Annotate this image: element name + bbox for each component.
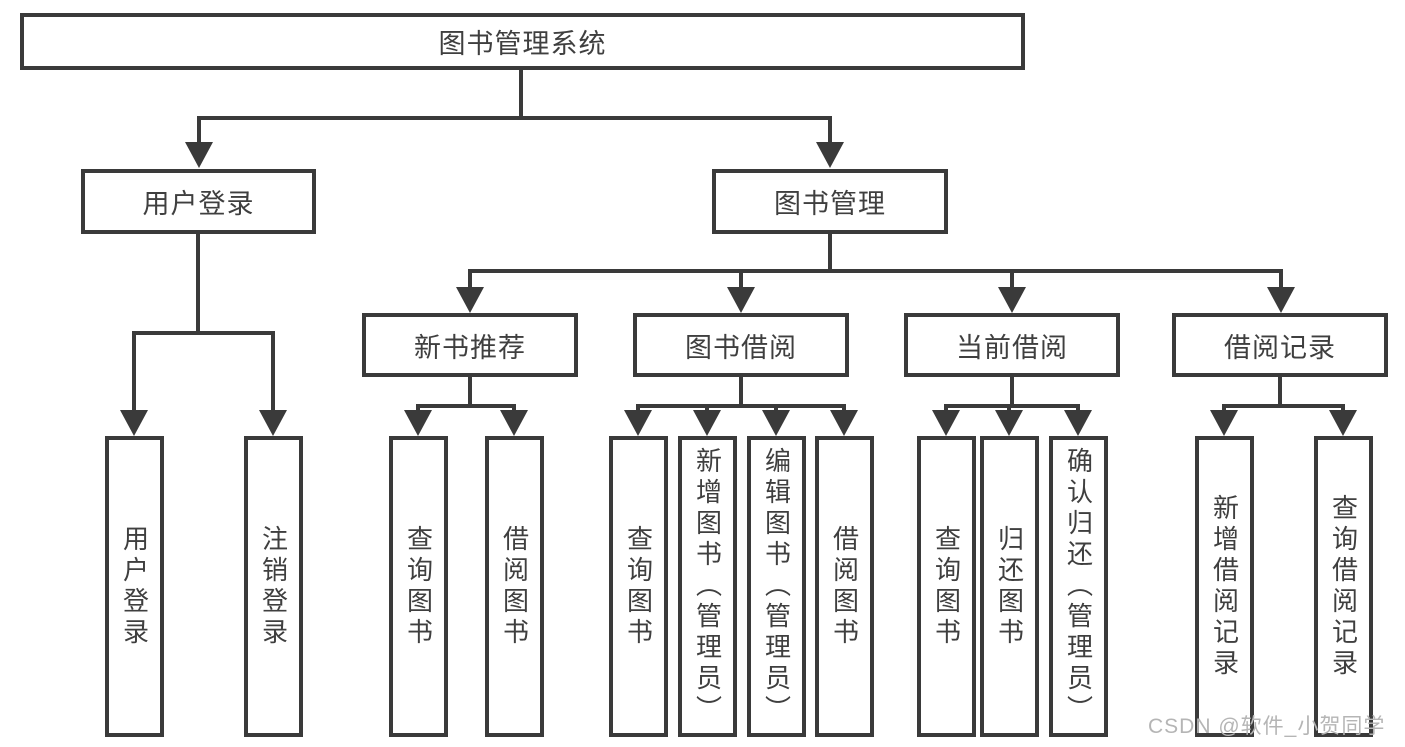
arrow-down-icon [693,410,721,436]
leaf-label: 确认归还（管理员） [1063,447,1094,726]
node-book-management: 图书管理 [712,169,948,234]
leaf-label: 注销登录 [258,524,289,649]
connector-line [197,116,201,144]
leaf-label: 归还图书 [994,524,1025,649]
connector-line [1279,269,1283,289]
connector-line [416,404,420,412]
connector-line [468,269,1283,273]
leaf-label: 查询图书 [403,524,434,649]
leaf-confirm-return-admin: 确认归还（管理员） [1049,436,1108,737]
connector-line [1010,377,1014,408]
arrow-down-icon [404,410,432,436]
arrow-down-icon [259,410,287,436]
leaf-logout: 注销登录 [244,436,303,737]
connector-line [636,404,846,408]
leaf-query-borrow-record: 查询借阅记录 [1314,436,1373,737]
leaf-edit-books-admin: 编辑图书（管理员） [747,436,806,737]
leaf-label: 新增借阅记录 [1209,493,1240,680]
arrow-down-icon [624,410,652,436]
arrow-down-icon [932,410,960,436]
connector-line [468,377,472,408]
arrow-down-icon [456,287,484,313]
leaf-return-books: 归还图书 [980,436,1039,737]
arrow-down-icon [1267,287,1295,313]
connector-line [271,331,275,412]
node-new-book-recommend: 新书推荐 [362,313,578,377]
connector-line [705,404,709,412]
watermark: CSDN @软件_小贺同学 [1148,715,1386,738]
connector-line [1007,404,1011,412]
leaf-label: 新增图书（管理员） [692,447,723,726]
connector-line [739,377,743,408]
connector-line [197,116,832,120]
connector-line [739,269,743,289]
connector-line [512,404,516,412]
arrow-down-icon [816,142,844,168]
connector-line [132,331,275,335]
connector-line [468,269,472,289]
node-book-borrowing: 图书借阅 [633,313,849,377]
node-label: 新书推荐 [414,332,526,363]
arrow-down-icon [762,410,790,436]
leaf-label: 查询图书 [623,524,654,649]
node-borrowing-records: 借阅记录 [1172,313,1388,377]
node-label: 图书管理 [774,189,886,219]
leaf-label: 用户登录 [119,524,150,649]
arrow-down-icon [120,410,148,436]
leaf-borrow-books-recommend: 借阅图书 [485,436,544,737]
node-label: 借阅记录 [1224,332,1336,363]
connector-line [828,116,832,144]
arrow-down-icon [185,142,213,168]
node-library-management-system: 图书管理系统 [20,13,1025,70]
connector-line [1222,404,1226,412]
node-label: 图书借阅 [685,332,797,363]
leaf-label: 借阅图书 [829,524,860,649]
connector-line [196,234,200,335]
connector-line [774,404,778,412]
connector-line [944,404,948,412]
connector-line [828,234,832,273]
node-label: 图书管理系统 [438,29,607,59]
leaf-borrow-books-borrowing: 借阅图书 [815,436,874,737]
leaf-label: 查询借阅记录 [1328,493,1359,680]
leaf-label: 查询图书 [931,524,962,649]
connector-line [944,404,1080,408]
connector-line [416,404,516,408]
leaf-query-books-borrowing: 查询图书 [609,436,668,737]
connector-line [1222,404,1345,408]
node-label: 用户登录 [142,189,255,219]
arrow-down-icon [727,287,755,313]
node-current-borrowing: 当前借阅 [904,313,1120,377]
connector-line [1341,404,1345,412]
arrow-down-icon [1210,410,1238,436]
leaf-query-books-recommend: 查询图书 [389,436,448,737]
node-label: 当前借阅 [956,332,1068,363]
arrow-down-icon [1064,410,1092,436]
leaf-label: 借阅图书 [499,524,530,649]
leaf-add-books-admin: 新增图书（管理员） [678,436,737,737]
connector-line [519,69,523,120]
leaf-add-borrow-record: 新增借阅记录 [1195,436,1254,737]
leaf-query-books-current: 查询图书 [917,436,976,737]
connector-line [1010,269,1014,289]
arrow-down-icon [500,410,528,436]
connector-line [132,331,136,412]
connector-line [842,404,846,412]
arrow-down-icon [998,287,1026,313]
leaf-user-login: 用户登录 [105,436,164,737]
connector-line [1076,404,1080,412]
connector-line [636,404,640,412]
leaf-label: 编辑图书（管理员） [761,447,792,726]
arrow-down-icon [830,410,858,436]
connector-line [1278,377,1282,408]
arrow-down-icon [1329,410,1357,436]
node-user-login: 用户登录 [81,169,316,234]
arrow-down-icon [995,410,1023,436]
